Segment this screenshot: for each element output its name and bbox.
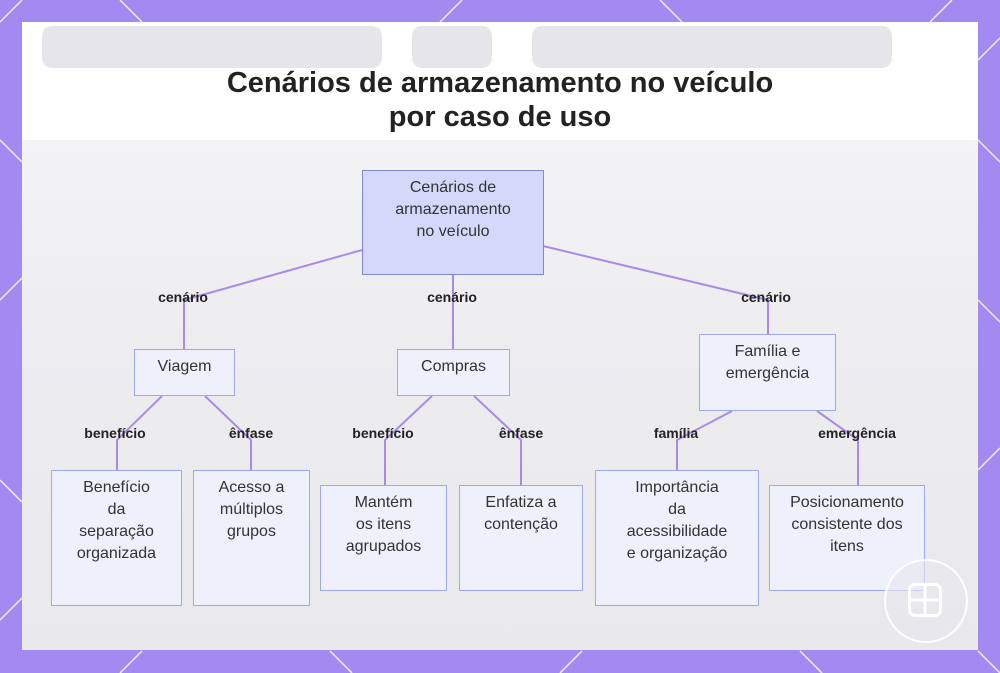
background-ghost-text: [412, 26, 492, 68]
node-familia-line: emergência: [725, 365, 810, 382]
edge-label-beneficio: benefício: [84, 425, 146, 441]
node-viagem-label: Viagem: [157, 358, 212, 375]
title-line-1: Cenários de armazenamento no veículo: [226, 67, 774, 99]
edge-familia-importancia: [676, 410, 733, 470]
node-line: consistente dos: [791, 516, 903, 533]
edge-compras-enfatiza: [473, 395, 522, 485]
node-line: Benefício: [83, 479, 150, 496]
node-line: da: [107, 501, 126, 518]
node-mantem-itens: Mantém os itens agrupados: [320, 485, 447, 591]
node-acesso-grupos: Acesso a múltiplos grupos: [193, 470, 310, 606]
node-root-line: armazenamento: [395, 201, 511, 218]
node-line: múltiplos: [219, 501, 284, 518]
node-familia-emergencia: Família e emergência: [699, 334, 836, 411]
edge-viagem-beneficio: [116, 395, 163, 470]
title-line-2: por caso de uso: [388, 101, 612, 133]
node-line: Posicionamento: [790, 494, 904, 511]
node-beneficio-separacao: Benefício da separação organizada: [51, 470, 182, 606]
background-ghost-text: [42, 26, 382, 68]
node-compras: Compras: [397, 349, 510, 396]
node-familia-line: Família e: [734, 343, 801, 360]
node-line: Importância: [635, 479, 719, 496]
node-line: grupos: [227, 523, 276, 540]
node-compras-label: Compras: [421, 358, 486, 375]
node-enfatiza-contencao: Enfatiza a contenção: [459, 485, 583, 591]
node-line: os itens: [355, 516, 412, 533]
edge-label-enfase: ênfase: [228, 425, 274, 441]
logo-icon: [884, 559, 968, 643]
node-line: Enfatiza a: [485, 494, 557, 511]
node-viagem: Viagem: [134, 349, 235, 396]
node-line: agrupados: [345, 538, 422, 555]
node-line: da: [668, 501, 686, 518]
edge-label-cenario: cenário: [741, 289, 791, 305]
edge-viagem-acesso: [204, 395, 252, 470]
node-line: Mantém: [354, 494, 413, 511]
edge-label-emergencia: emergência: [818, 425, 896, 441]
node-root-line: Cenários de: [409, 179, 497, 196]
node-line: contenção: [484, 516, 558, 533]
node-root-line: no veículo: [416, 223, 490, 240]
edge-root-familia: [542, 245, 769, 334]
node-line: itens: [830, 538, 864, 555]
edge-root-viagem: [183, 249, 363, 350]
edge-label-cenario: cenário: [427, 289, 477, 305]
diagram-card: Cenários de armazenamento no veículo por…: [22, 22, 978, 650]
node-line: organizada: [76, 545, 157, 562]
node-importancia: Importância da acessibilidade e organiza…: [595, 470, 759, 606]
edge-familia-posicionamento: [816, 410, 859, 485]
logo-grid-icon: [908, 583, 942, 617]
edge-label-cenario: cenário: [158, 289, 208, 305]
edge-label-enfase: ênfase: [498, 425, 544, 441]
node-root: Cenários de armazenamento no veículo: [362, 170, 544, 275]
page-title: Cenários de armazenamento no veículo por…: [22, 66, 978, 134]
edge-label-familia: família: [653, 425, 699, 441]
diagram-edges: [116, 245, 859, 485]
node-line: acessibilidade: [626, 523, 728, 540]
edge-label-beneficio: benefício: [352, 425, 414, 441]
node-line: e organização: [626, 545, 728, 562]
node-line: Acesso a: [218, 479, 285, 496]
background-ghost-text: [532, 26, 892, 68]
edge-compras-mantem: [384, 395, 433, 485]
node-line: separação: [79, 523, 154, 540]
